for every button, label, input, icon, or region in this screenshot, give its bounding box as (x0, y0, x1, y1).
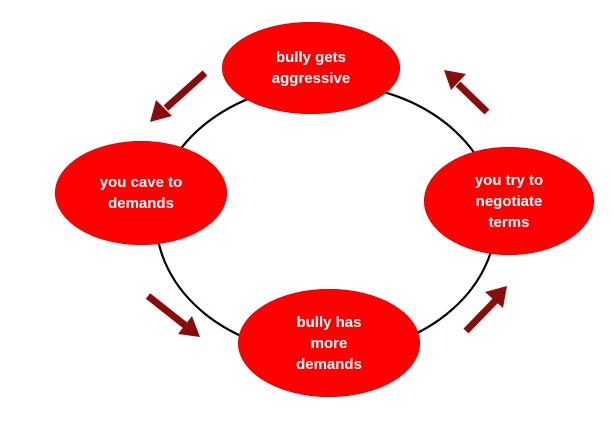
arrow-icon-right-to-top (444, 70, 490, 115)
arrow-head (150, 100, 172, 122)
arrow-icon-bottom-to-right (463, 286, 507, 334)
cycle-node-bully-has-more-demands: bully has more demands (238, 289, 420, 397)
cycle-node-you-cave-to-demands: you cave to demands (55, 141, 227, 245)
arrow-icon-top-to-left (150, 70, 208, 122)
cycle-node-bully-gets-aggressive: bully gets aggressive (222, 22, 400, 114)
arrow-head (485, 286, 507, 308)
arrow-icon-left-to-bottom (145, 293, 200, 337)
arrow-shaft (463, 297, 499, 334)
node-label: bully has more demands (296, 313, 362, 373)
arrow-shaft (455, 81, 490, 115)
node-label: you cave to demands (99, 174, 183, 212)
node-label: bully gets aggressive (271, 49, 351, 87)
arrow-shaft (145, 293, 189, 329)
arrow-head (444, 70, 466, 90)
arrow-shaft (163, 70, 208, 111)
cycle-node-you-try-to-negotiate-terms: you try to negotiate terms (424, 147, 594, 255)
arrow-head (178, 316, 200, 337)
node-label: you try to negotiate terms (474, 171, 544, 231)
